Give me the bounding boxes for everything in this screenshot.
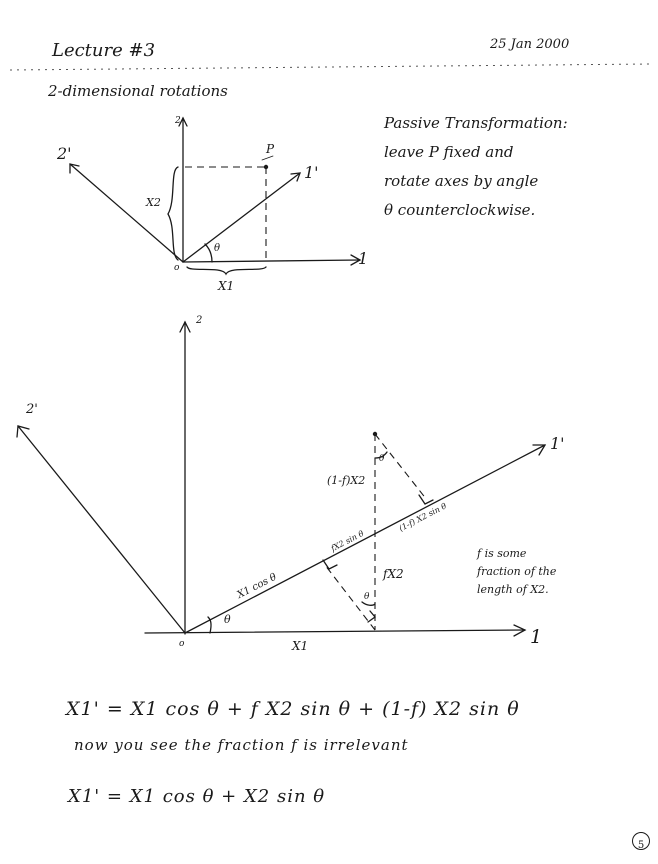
fraction-note-line-2: fraction of the — [477, 565, 557, 578]
point-p — [263, 164, 269, 170]
header-rule — [9, 63, 651, 71]
top-axis-1-label: 1 — [358, 249, 369, 268]
top-axis-1-prime-arrowhead — [290, 172, 301, 182]
x2-label: X2 — [146, 196, 161, 209]
fraction-note: f is some fraction of the length of X2. — [477, 548, 556, 595]
x2-brace — [167, 166, 179, 261]
top-origin-label: o — [174, 263, 180, 273]
bottom-axis-1-arrowhead — [513, 624, 527, 637]
upper-theta-label: θ — [379, 454, 385, 464]
top-axis-2-label: 2 — [175, 116, 181, 126]
bottom-origin-label: o — [179, 639, 185, 649]
top-axis-2-prime — [69, 163, 184, 263]
page-number: 5 — [637, 840, 645, 851]
lower-right-angle — [367, 610, 376, 623]
top-figure — [69, 116, 362, 276]
page-number-circle: 5 — [632, 832, 650, 851]
bottom-theta-arc — [207, 616, 212, 634]
top-theta-label: θ — [214, 243, 221, 254]
note-line-2: leave P fixed and — [384, 143, 514, 161]
bottom-axis-1-label: 1 — [530, 626, 543, 648]
right-angle-lower — [322, 559, 338, 570]
top-p-tick — [261, 155, 274, 161]
equation-full: X1' = X1 cos θ + f X2 sin θ + (1-f) X2 s… — [66, 698, 520, 720]
passive-transformation-note: Passive Transformation: leave P fixed an… — [384, 116, 568, 218]
note-line-4: θ counterclockwise. — [384, 201, 536, 219]
x1-brace — [186, 266, 267, 276]
bottom-axis-1-prime-arrowhead — [532, 444, 547, 456]
lecture-date: 25 Jan 2000 — [490, 37, 570, 52]
x1-label: X1 — [218, 279, 235, 293]
top-axis-1-prime-label: 1' — [304, 163, 319, 182]
lecture-title: Lecture #3 — [52, 40, 156, 61]
fraction-note-line-3: length of X2. — [477, 583, 549, 596]
top-axis-1-prime — [182, 172, 301, 263]
irrelevance-remark: now you see the fraction f is irrelevant — [74, 736, 409, 754]
note-line-1: Passive Transformation: — [384, 114, 568, 132]
top-theta-arc — [204, 243, 213, 263]
bottom-axis-1-prime — [184, 444, 546, 634]
top-axis-2-prime-arrowhead — [69, 163, 80, 174]
bottom-axis-2-prime-label: 2' — [26, 402, 38, 417]
bottom-dashed-upper-projection — [374, 433, 428, 501]
note-line-3: rotate axes by angle — [384, 172, 539, 190]
top-axis-2-arrowhead — [178, 116, 188, 127]
lower-theta-label: θ — [364, 592, 370, 602]
bottom-axis-2-prime — [17, 425, 186, 634]
bottom-dashed-lower-projection — [324, 564, 376, 631]
bottom-axis-1 — [144, 629, 526, 634]
top-axis-2-prime-label: 2' — [57, 144, 72, 163]
bottom-x1-label: X1 — [292, 639, 309, 653]
upper-theta-arc — [374, 451, 388, 459]
lower-fx2-label: fX2 — [383, 567, 404, 581]
point-p-label: P — [266, 142, 275, 156]
top-axis-1-arrowhead — [350, 254, 362, 266]
bottom-axis-1-prime-label: 1' — [550, 434, 565, 453]
bottom-axis-2-arrowhead — [179, 320, 191, 333]
bottom-axis-2-label: 2 — [196, 315, 203, 326]
topic-heading: 2-dimensional rotations — [48, 82, 228, 100]
right-angle-upper — [418, 494, 434, 505]
bottom-figure — [16, 320, 547, 637]
top-axis-1 — [182, 259, 361, 263]
equation-simplified: X1' = X1 cos θ + X2 sin θ — [68, 786, 326, 807]
lower-theta-arc — [361, 601, 376, 606]
bottom-theta-label: θ — [224, 613, 231, 626]
upper-1-f-x2-label: (1-f)X2 — [327, 474, 366, 487]
fraction-note-line-1: f is some — [477, 547, 527, 560]
bottom-axis-2-prime-arrowhead — [16, 425, 30, 438]
